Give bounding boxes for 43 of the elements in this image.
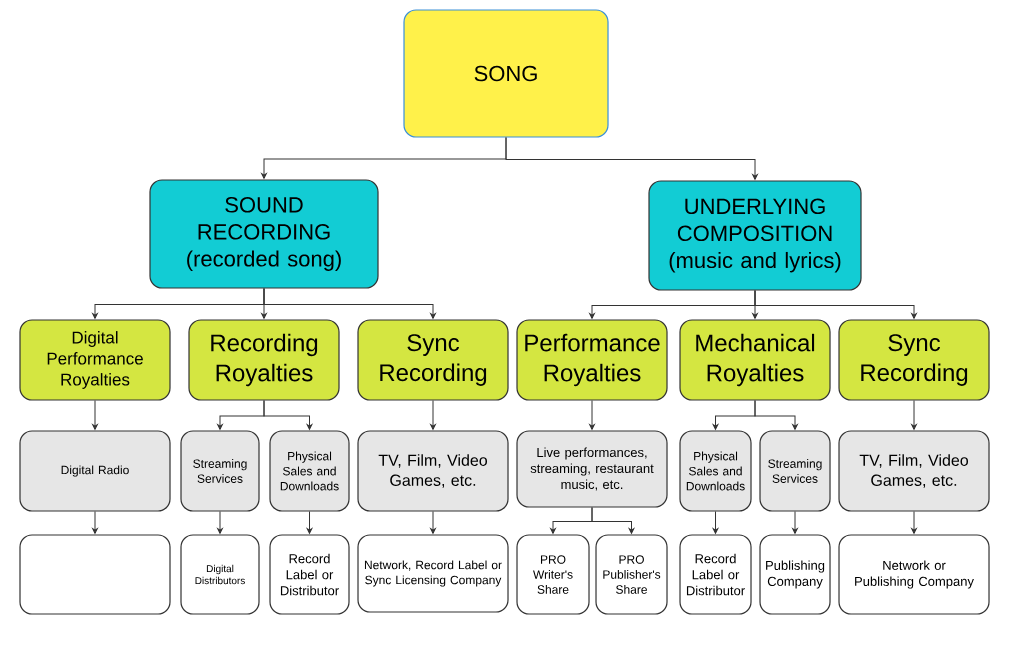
arrow: [754, 400, 798, 430]
payer-box: PRO Publisher's Share: [595, 534, 668, 615]
category-box: SOUND RECORDING (recorded song): [149, 179, 379, 289]
arrow: [430, 400, 436, 430]
arrow: [591, 507, 635, 534]
payer-box: Network, Record Label or Sync Licensing Company: [357, 534, 509, 613]
arrow: [263, 400, 313, 430]
royalty-box: Mechanical Royalties: [679, 319, 831, 401]
payer-box: Record Label or Distributor: [679, 534, 752, 615]
payer-box: Network or Publishing Company: [838, 534, 990, 615]
category-box: UNDERLYING COMPOSITION (music and lyrics): [648, 180, 862, 291]
payer-box: Publishing Company: [759, 534, 831, 615]
arrow: [505, 137, 758, 180]
source-box: Streaming Services: [180, 430, 260, 512]
arrow: [263, 288, 436, 319]
arrow: [430, 511, 436, 534]
arrow: [306, 511, 313, 534]
arrow: [589, 400, 595, 430]
arrow: [911, 511, 917, 534]
royalty-box: Sync Recording: [838, 319, 990, 401]
arrow: [911, 400, 917, 430]
payer-box: PRO Writer's Share: [516, 534, 590, 615]
payer-box: Record Label or Distributor: [269, 534, 350, 615]
arrow: [754, 290, 917, 319]
royalty-box: Digital Performance Royalties: [19, 319, 171, 401]
source-box: TV, Film, Video Games, etc.: [838, 430, 990, 512]
source-box: Physical Sales and Downloads: [269, 430, 350, 512]
source-box: Digital Radio: [19, 430, 171, 512]
arrow: [217, 511, 223, 534]
source-box: Physical Sales and Downloads: [679, 430, 752, 512]
royalty-box: Performance Royalties: [516, 319, 668, 401]
source-box: Live performances, streaming, restaurant music, etc.: [516, 430, 668, 508]
source-box: TV, Film, Video Games, etc.: [357, 430, 509, 512]
royalty-box: Recording Royalties: [188, 319, 340, 401]
payer-box: [19, 534, 171, 615]
arrow: [92, 511, 98, 534]
arrow: [92, 400, 98, 430]
payer-box: Digital Distributors: [180, 534, 260, 615]
royalty-box: Sync Recording: [357, 319, 509, 401]
topic-box: SONG: [403, 9, 609, 138]
source-box: Streaming Services: [759, 430, 831, 512]
arrow: [712, 511, 719, 534]
arrow: [792, 511, 798, 534]
